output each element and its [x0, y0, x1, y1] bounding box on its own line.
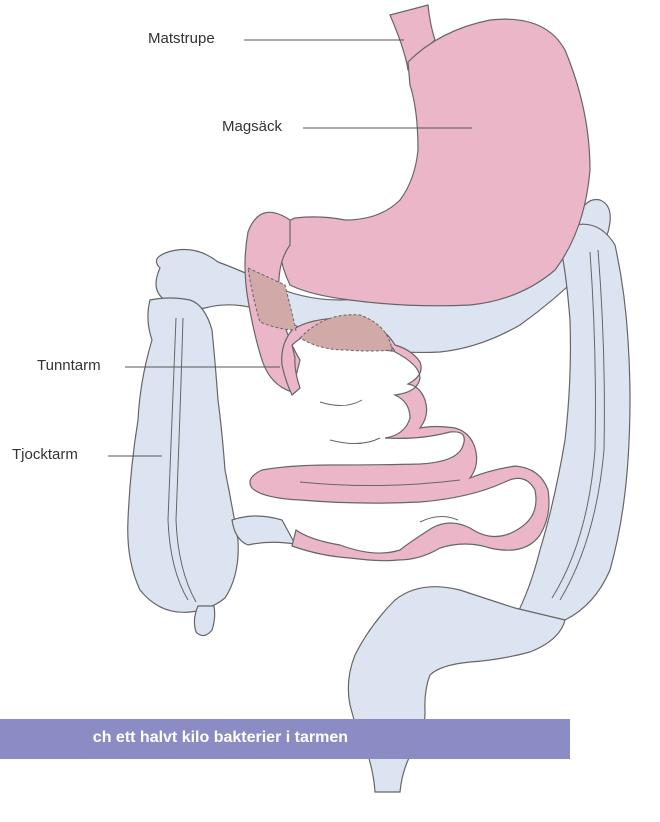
label-large-intestine: Tjocktarm	[12, 446, 78, 463]
label-stomach: Magsäck	[222, 118, 282, 135]
ileocecal-connector	[232, 516, 295, 545]
info-banner: ch ett halvt kilo bakterier i tarmen	[0, 719, 570, 759]
appendix	[194, 606, 214, 636]
ascending-colon	[128, 298, 238, 612]
label-small-intestine: Tunntarm	[37, 357, 101, 374]
banner-text: ch ett halvt kilo bakterier i tarmen	[93, 729, 348, 747]
label-esophagus: Matstrupe	[148, 30, 215, 47]
stomach	[280, 19, 590, 306]
sigmoid-colon-rectum	[348, 587, 565, 792]
